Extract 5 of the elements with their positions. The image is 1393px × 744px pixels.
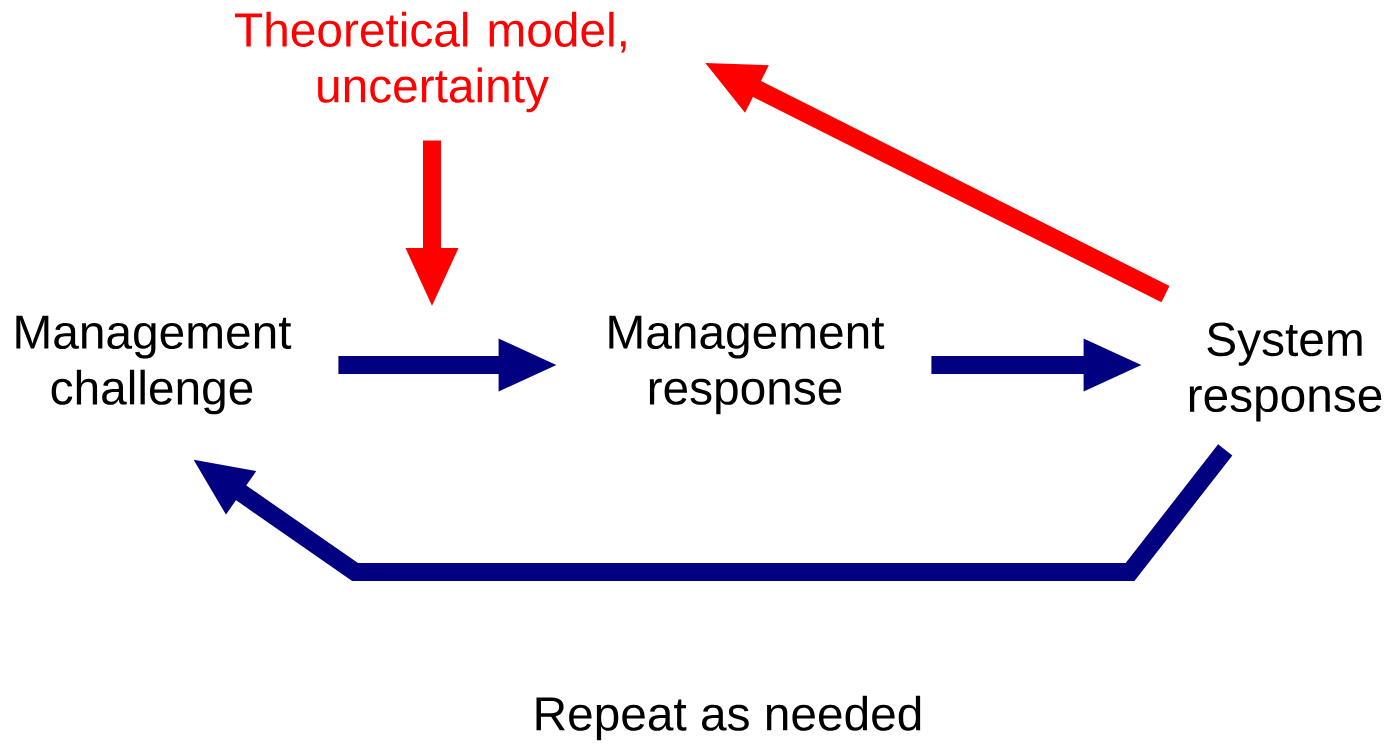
node-text: System response: [1189, 322, 1382, 422]
node-text: Management response: [609, 315, 885, 415]
footer-note: Repeat as needed: [536, 695, 921, 741]
node-text: Theoretical model, uncertainty: [235, 11, 626, 113]
node-text: Management challenge: [16, 315, 292, 415]
